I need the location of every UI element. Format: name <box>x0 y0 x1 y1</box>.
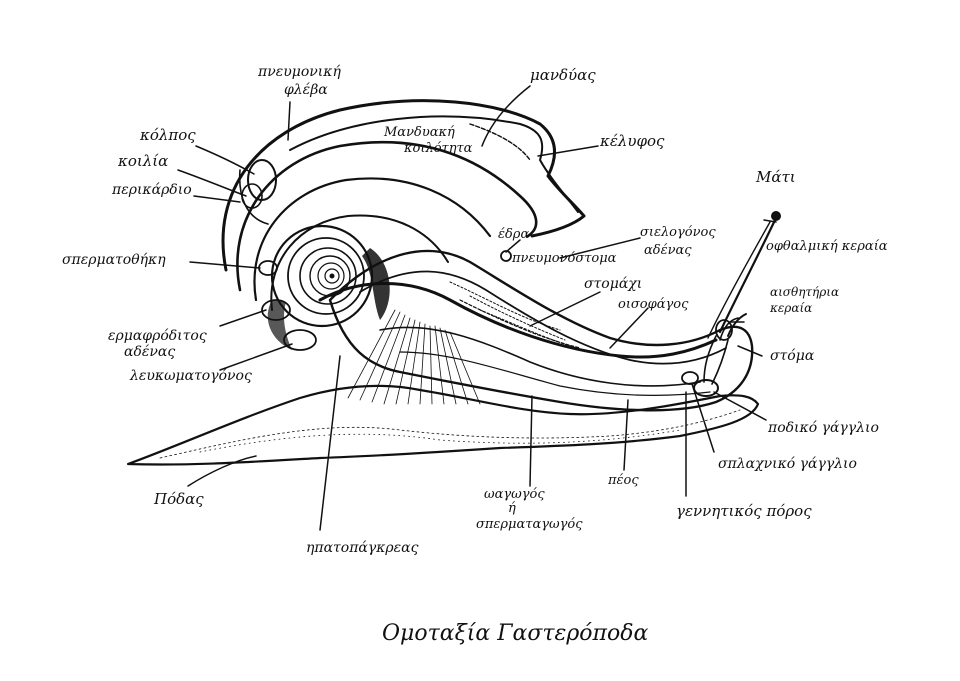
body-inner-1 <box>359 270 727 365</box>
label-pneumonostoma: πνευμονόστομα <box>511 251 617 266</box>
leader-lines <box>177 85 777 531</box>
label-gennitikos-poros: γεννητικός πόρος <box>676 502 812 520</box>
label-ermafroditos-1: ερμαφρόδιτος <box>108 328 207 344</box>
label-peos: πέος <box>607 473 639 488</box>
eye-tentacle <box>718 216 778 334</box>
label-sielogonos-2: αδένας <box>644 243 692 258</box>
shell-outer <box>221 99 586 272</box>
body-outline <box>328 249 754 412</box>
label-leukomatogonos: λευκωματογόνος <box>129 368 252 384</box>
foot-outline <box>126 384 760 466</box>
shell-whorl-1 <box>236 140 538 292</box>
label-koilia: κοιλία <box>117 152 168 170</box>
label-kolpos: κόλπος <box>139 126 196 144</box>
label-mandyaki-1: Μανδυακή <box>383 125 455 140</box>
eye-dot <box>771 211 781 221</box>
eye-tentacle-inner <box>707 221 771 339</box>
label-kelyfos: κέλυφος <box>599 132 665 150</box>
label-spermagogos-1: ωαγωγός <box>484 487 545 502</box>
spermatheca <box>258 260 278 276</box>
cerebral-ganglion <box>715 319 733 341</box>
label-aisthitiria-2: κεραία <box>769 301 812 315</box>
pericardium <box>238 169 269 225</box>
visceral-ganglion <box>681 371 699 385</box>
label-ipatopagkreas: ηπατοπάγκρεας <box>306 540 419 556</box>
label-spermagogos-2: ή <box>508 501 516 516</box>
gland-texture <box>449 281 571 347</box>
label-oisofagos: οισοφάγος <box>618 297 689 312</box>
sensory-tentacle-2 <box>719 317 739 341</box>
label-perikardio: περικάρδιο <box>111 182 192 198</box>
body-inner-3 <box>399 351 711 396</box>
label-stoma: στόμα <box>770 348 815 364</box>
label-ofthalmiki-keraia: οφθαλμική κεραία <box>766 239 888 254</box>
shell-whorl-3 <box>270 214 449 311</box>
body-inner-2 <box>379 326 701 387</box>
label-pneumoniki-fleva-1: πνευμονική <box>257 64 341 80</box>
hermaphrodite-gland <box>261 299 291 321</box>
shell-whorl-2 <box>253 177 492 302</box>
label-ermafroditos-2: αδένας <box>124 343 175 360</box>
label-sielogonos-1: σιελογόνος <box>640 225 716 240</box>
label-spermagogos-3: σπερματαγωγός <box>476 517 583 532</box>
label-podas: Πόδας <box>153 490 204 508</box>
spiral-dark-mass <box>362 248 390 320</box>
label-spermatothiki: σπερματοθήκη <box>62 252 166 268</box>
figure-caption: Ομοταξία Γαστερόποδα <box>382 621 648 646</box>
label-mandyas: μανδύας <box>530 66 596 84</box>
label-mandyaki-2: κοιλότητα <box>403 141 473 156</box>
label-stomaxi: στομάχι <box>584 276 642 292</box>
foot-sole-texture <box>159 409 741 459</box>
spiral-dark-mass-2 <box>267 300 292 350</box>
pneumostome <box>500 250 512 262</box>
label-edra: έδρα <box>498 227 529 242</box>
foot-sole-texture-2 <box>199 429 681 453</box>
label-splaxniko-ganglio: σπλαχνικό γάγγλιο <box>718 456 857 472</box>
hepatopancreas-fibers <box>347 309 481 405</box>
mantle-outline <box>289 115 579 213</box>
label-aisthitiria-1: αισθητήρια <box>770 285 839 299</box>
albumen-gland <box>283 329 317 351</box>
pedal-ganglion <box>693 379 719 397</box>
label-pneumoniki-fleva-2: φλέβα <box>284 81 328 98</box>
mantle-ruffle <box>469 123 531 161</box>
label-mati: Μάτι <box>755 168 796 186</box>
label-podiko-ganglio: ποδικό γάγγλιο <box>767 420 879 436</box>
